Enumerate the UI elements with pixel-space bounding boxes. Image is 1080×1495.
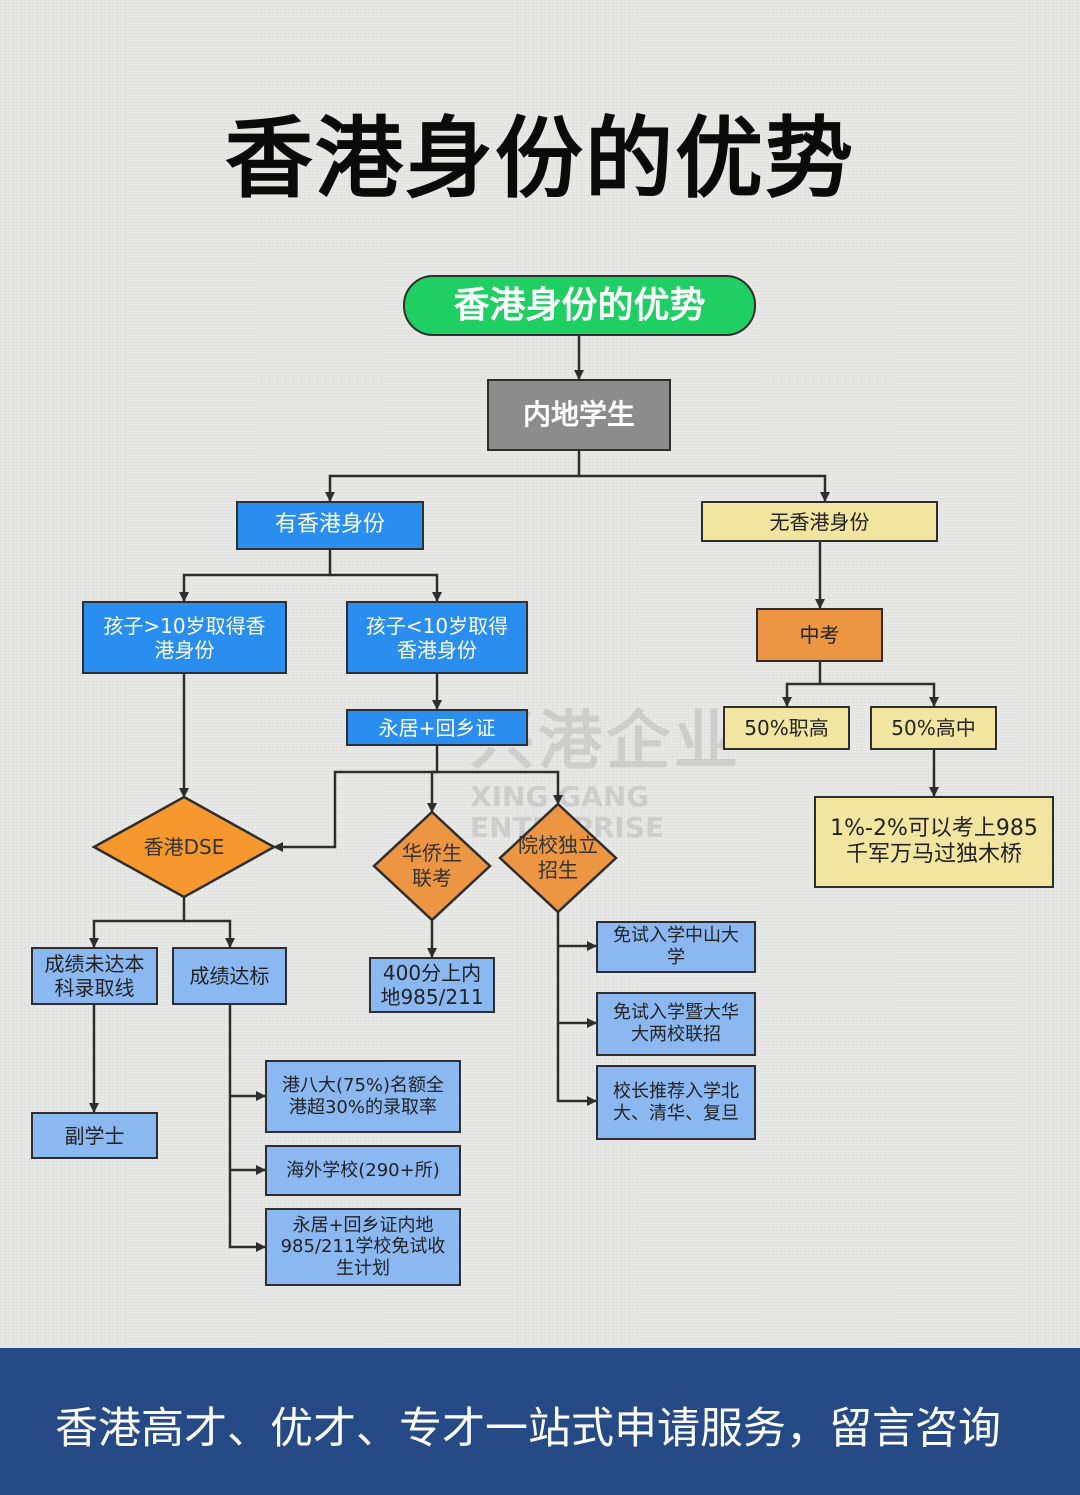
independent-admission-label: 院校独立 招生 — [518, 833, 598, 882]
hk8-node: 港八大(75%)名额全 港超30%的录取率 — [265, 1060, 461, 1133]
vocational-node: 50%职高 — [723, 706, 850, 750]
jnu-hqu-node: 免试入学暨大华 大两校联招 — [596, 992, 756, 1056]
footer-banner: 香港高才、优才、专才一站式申请服务，留言咨询 — [0, 1348, 1080, 1495]
high-school-node: 50%高中 — [870, 706, 997, 750]
top-985-node: 1%-2%可以考上985 千军万马过独木桥 — [814, 796, 1054, 888]
below-line-node: 成绩未达本 科录取线 — [31, 947, 158, 1005]
child-over-10-node: 孩子>10岁取得香 港身份 — [82, 601, 287, 674]
hk-dse-diamond — [91, 795, 277, 899]
page-title: 香港身份的优势 — [224, 107, 855, 210]
zhongkao-node: 中考 — [756, 608, 883, 662]
overseas-chinese-exam-label: 华侨生 联考 — [402, 841, 462, 890]
has-hk-id-node: 有香港身份 — [236, 501, 424, 550]
footer-text: 香港高才、优才、专才一站式申请服务，留言咨询 — [55, 1404, 1001, 1454]
no-hk-id-node: 无香港身份 — [701, 501, 938, 542]
root-node: 香港身份的优势 — [403, 275, 756, 336]
score-400-node: 400分上内 地985/211 — [369, 957, 495, 1013]
child-under-10-node: 孩子<10岁取得 香港身份 — [346, 601, 528, 674]
mainland-student-node: 内地学生 — [487, 379, 671, 451]
principal-rec-node: 校长推荐入学北 大、清华、复旦 — [596, 1065, 756, 1140]
associate-degree-node: 副学士 — [31, 1112, 158, 1159]
overseas-chinese-exam-diamond — [372, 810, 492, 922]
exempt-plan-node: 永居+回乡证内地 985/211学校免试收 生计划 — [265, 1208, 461, 1286]
hk-dse-label: 香港DSE — [143, 834, 225, 859]
meets-line-node: 成绩达标 — [172, 947, 287, 1005]
independent-admission-diamond — [498, 802, 618, 914]
overseas-schools-node: 海外学校(290+所) — [265, 1145, 461, 1196]
sysu-node: 免试入学中山大 学 — [596, 921, 756, 973]
pr-home-return-node: 永居+回乡证 — [346, 709, 528, 746]
